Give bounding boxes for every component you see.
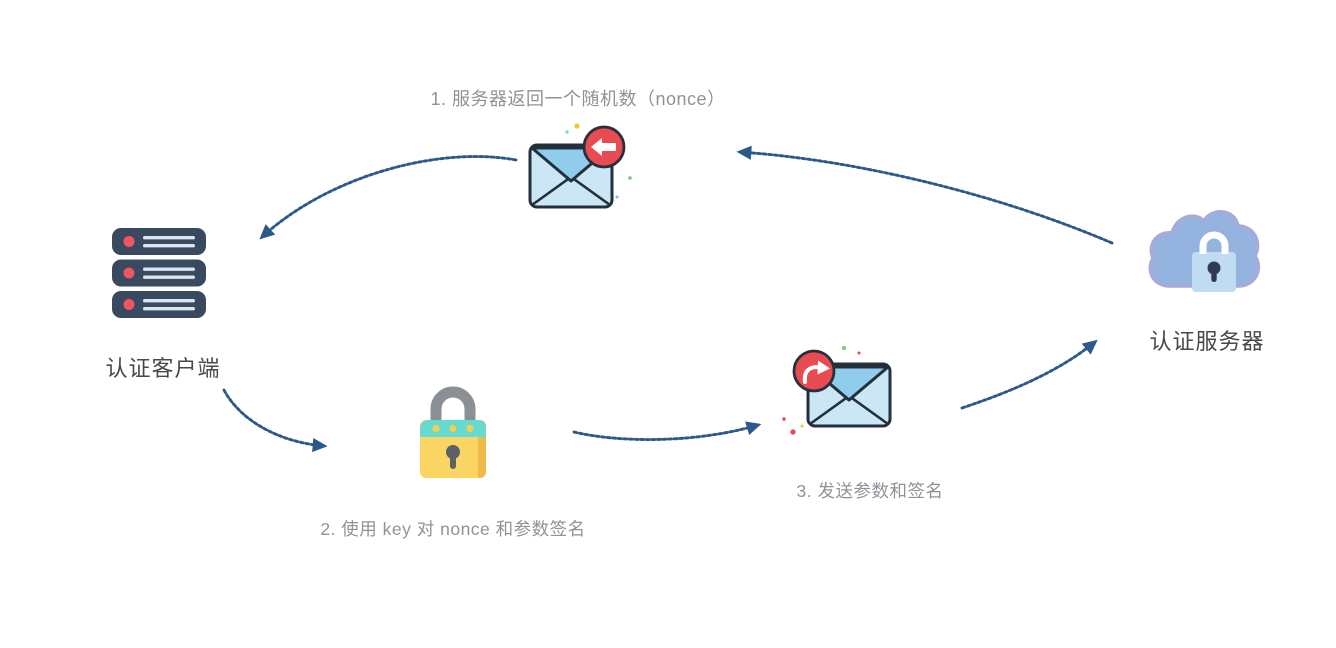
padlock-icon: [408, 372, 500, 484]
mail-receive-icon: [520, 115, 640, 215]
right-arrow-glyph: [802, 365, 822, 384]
arrow-server-to-mail1: [736, 145, 1114, 245]
client-label: 认证客户端: [105, 356, 221, 381]
left-arrow-glyph: [591, 138, 616, 156]
arrow-mail1-to-client: [259, 155, 518, 240]
step3-label: 3. 发送参数和签名: [796, 481, 944, 501]
server-stack-icon: [105, 225, 215, 325]
arrow-client-to-padlock: [222, 388, 328, 453]
arrow-mail2-to-server: [960, 339, 1098, 410]
arrow-padlock-to-mail2: [572, 421, 762, 441]
cloud-lock-icon: [1145, 200, 1267, 315]
step2-label: 2. 使用 key 对 nonce 和参数签名: [320, 519, 586, 539]
mail-send-icon: [780, 340, 900, 440]
step1-label: 1. 服务器返回一个随机数（nonce）: [430, 89, 726, 109]
sparkle-yellow: [574, 123, 580, 129]
auth-server-label: 认证服务器: [1149, 329, 1265, 354]
